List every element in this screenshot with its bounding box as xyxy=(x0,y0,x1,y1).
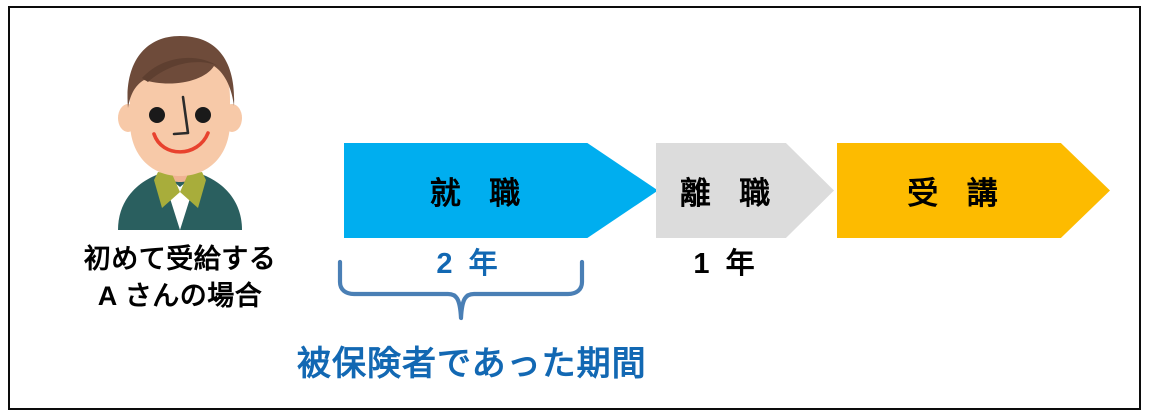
duration-label-job: 2 年 xyxy=(436,248,502,280)
person-caption: 初めて受給する A さんの場合 xyxy=(46,241,314,315)
timeline-step-job-label: 就 職 xyxy=(429,176,531,211)
person-caption-line-2: A さんの場合 xyxy=(97,281,263,311)
insured-period-heading: 被保険者であった期間 xyxy=(297,345,647,383)
timeline-step-quit-label: 離 職 xyxy=(679,176,781,211)
timeline-step-course: 受 講 xyxy=(837,143,1110,238)
timeline-step-job: 就 職 xyxy=(344,143,658,238)
smiling-man-avatar xyxy=(100,30,260,230)
duration-label-quit: 1 年 xyxy=(693,248,759,280)
insured-period-brace xyxy=(336,259,586,321)
timeline-step-quit: 離 職 xyxy=(656,143,834,238)
diagram-frame: 初めて受給する A さんの場合 就 職 離 職 受 講 2 年 1 年 被保険者… xyxy=(8,6,1141,410)
timeline-step-course-label: 受 講 xyxy=(907,176,1008,211)
person-caption-line-1: 初めて受給する xyxy=(83,244,277,274)
